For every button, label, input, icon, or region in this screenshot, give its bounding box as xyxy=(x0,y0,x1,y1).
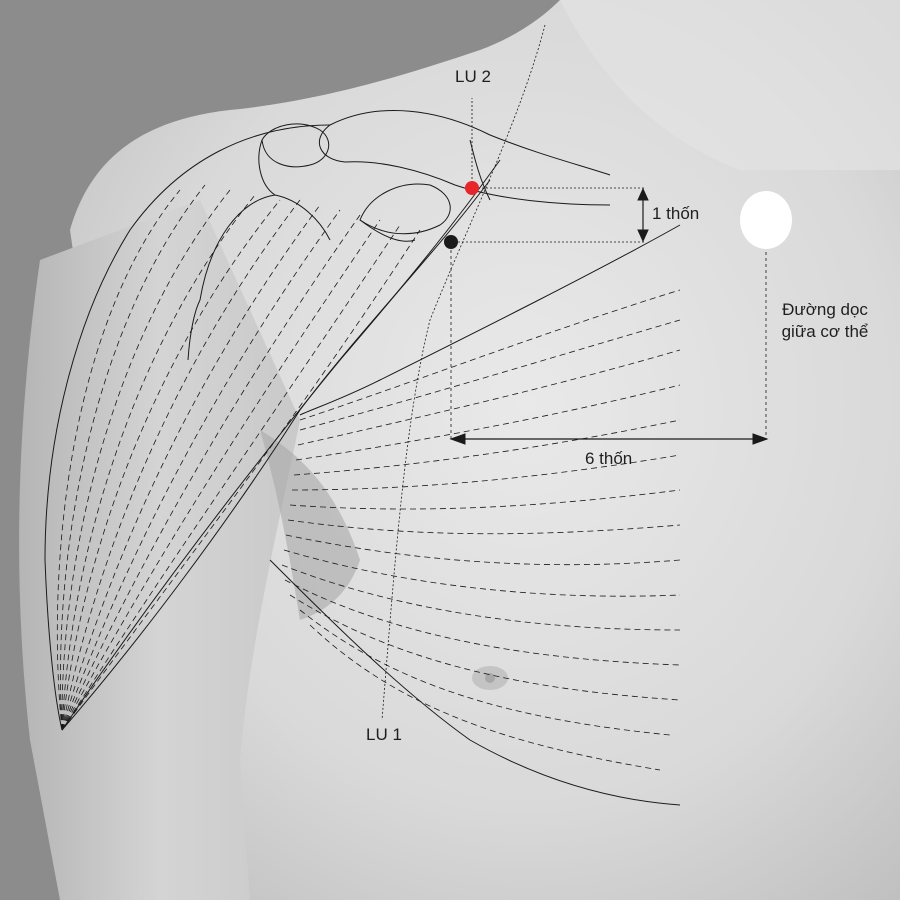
lu2-label: LU 2 xyxy=(455,67,491,86)
lu1-leader-line xyxy=(381,24,546,721)
deltoid-fibers xyxy=(56,184,421,731)
one-thon-arrow xyxy=(637,187,649,243)
pectoral-fibers xyxy=(281,289,681,771)
guide-lines xyxy=(381,24,767,721)
lu1-point xyxy=(444,235,458,249)
one-thon-label: 1 thốn xyxy=(652,204,700,223)
midline-label-line2: giữa cơ thể xyxy=(781,322,869,341)
clavicle-outline xyxy=(187,110,611,361)
pectoral-outline xyxy=(269,224,681,806)
nipple-center xyxy=(485,673,495,683)
neck xyxy=(560,0,900,170)
arm xyxy=(19,200,301,900)
lu1-label: LU 1 xyxy=(366,725,402,744)
six-thon-label: 6 thốn xyxy=(585,449,633,468)
midline-label: Đường dọc giữa cơ thể xyxy=(770,299,880,343)
armpit-shadow xyxy=(260,430,360,620)
lu2-point xyxy=(465,181,479,195)
body-silhouette xyxy=(70,0,900,900)
six-thon-arrow xyxy=(449,433,769,445)
midline-marker xyxy=(740,191,792,249)
midline-label-line1: Đường dọc xyxy=(782,300,868,319)
deltoid-outline xyxy=(44,124,501,731)
